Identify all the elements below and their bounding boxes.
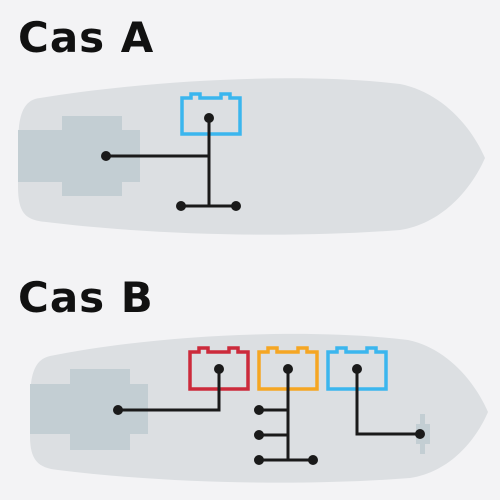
case-a-hull [18,78,485,235]
case-b-battery-orange [257,346,319,391]
case-a-title: Cas A [18,13,155,62]
case-b-battery-blue [326,346,388,391]
case-a-engine [18,116,140,196]
case-b-engine [30,369,148,450]
case-b-boat [30,333,488,483]
case-b-wiring [113,364,425,465]
case-a-battery-blue [180,92,242,136]
case-a-boat [18,78,485,235]
case-a-wiring [101,113,241,211]
case-b-battery-red [188,346,250,391]
case-b-title: Cas B [18,273,154,322]
